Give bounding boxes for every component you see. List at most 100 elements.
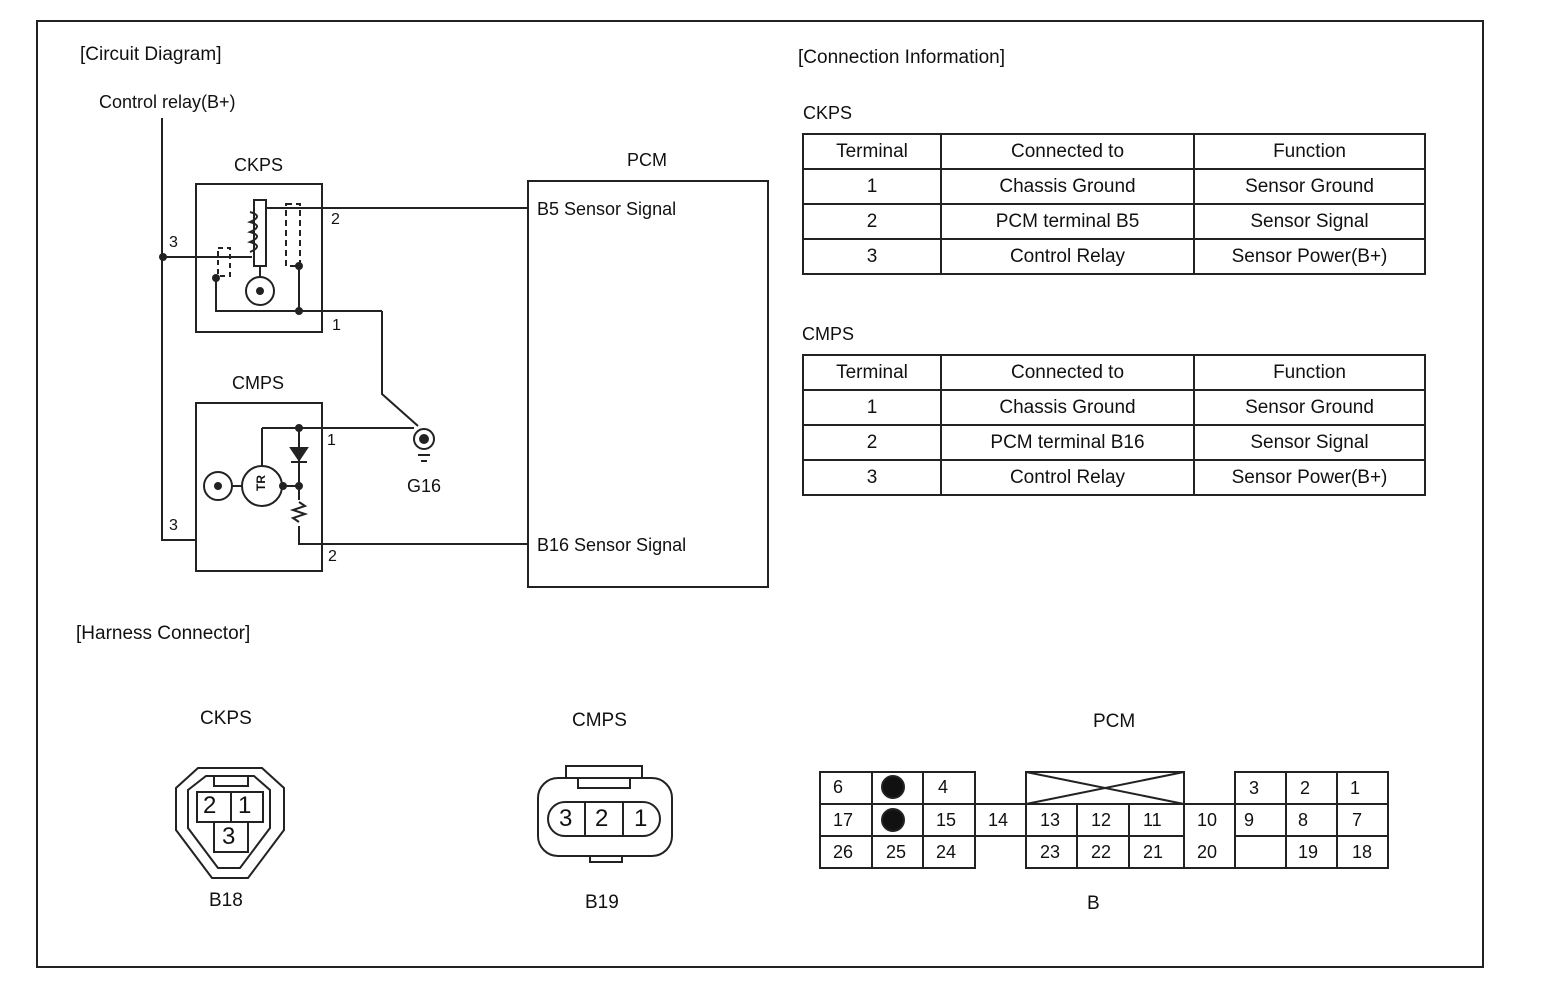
pcm-pin: 22 [1091, 842, 1112, 862]
table-cell: Sensor Power(B+) [1193, 238, 1426, 275]
cmps-connector-latch [565, 765, 643, 778]
harness-pcm-title: PCM [1093, 711, 1136, 732]
ckps-pin2-label: 2 [331, 211, 340, 228]
bplus-wire [161, 118, 196, 541]
table-cell: 2 [802, 203, 942, 240]
pcm-pin: 21 [1143, 842, 1164, 862]
table-cell: Sensor Ground [1193, 168, 1426, 205]
cmps-box [195, 402, 323, 572]
pcm-pin: 25 [886, 842, 907, 862]
ckps-connector-inner [187, 775, 271, 869]
table-cell: 3 [802, 238, 942, 275]
table-row: 2 PCM terminal B16 Sensor Signal [802, 424, 1426, 461]
cmps-pin-3: 3 [559, 805, 573, 832]
cmps-connection-table: Terminal Connected to Function 1 Chassis… [802, 354, 1426, 496]
column-header: Function [1193, 354, 1426, 391]
pcm-pin: 6 [833, 777, 844, 797]
table-cell: Sensor Signal [1193, 424, 1426, 461]
harness-cmps-code: B19 [585, 892, 619, 913]
ckps-connector-outline [175, 767, 285, 879]
circuit-diagram-heading: [Circuit Diagram] [80, 44, 222, 65]
table-cell: Sensor Signal [1193, 203, 1426, 240]
ckps-pin-3: 3 [222, 823, 236, 850]
pcm-connector-grid [819, 771, 1389, 869]
ckps-coil-core [253, 199, 267, 267]
pcm-pin: 3 [1249, 778, 1260, 798]
table-row: 3 Control Relay Sensor Power(B+) [802, 238, 1426, 275]
ckps-pin-cell [213, 821, 249, 853]
cmps-pin1-label: 1 [327, 432, 336, 449]
ckps-connection-table: Terminal Connected to Function 1 Chassis… [802, 133, 1426, 275]
cmps-pin-1: 1 [634, 805, 648, 832]
table-row: 1 Chassis Ground Sensor Ground [802, 389, 1426, 426]
table-cell: Sensor Ground [1193, 389, 1426, 426]
cmps-signal-wire [298, 526, 528, 545]
ckps-pin-1: 1 [238, 792, 252, 819]
pcm-pin: 2 [1300, 778, 1311, 798]
pcm-box [527, 180, 769, 588]
junction-dot [212, 274, 220, 282]
ground-symbol [418, 454, 430, 462]
table-cell: 1 [802, 389, 942, 426]
pcm-pin: 19 [1298, 842, 1319, 862]
ground-terminal-center [419, 434, 429, 444]
transistor-label: TR [254, 475, 268, 491]
pcm-pin: 20 [1197, 842, 1218, 862]
b16-signal-label: B16 Sensor Signal [537, 535, 687, 555]
pcm-unused-pin [881, 775, 905, 799]
ckps-coil [247, 211, 258, 253]
cmps-table-title: CMPS [802, 324, 855, 344]
ckps-pin3-label: 3 [169, 234, 178, 251]
table-cell: 2 [802, 424, 942, 461]
pcm-title: PCM [627, 150, 667, 170]
table-cell: PCM terminal B5 [940, 203, 1195, 240]
pcm-pin: 26 [833, 842, 854, 862]
table-cell: Chassis Ground [940, 168, 1195, 205]
ckps-shield [285, 203, 301, 267]
cmps-resistor [289, 501, 309, 523]
pcm-pin: 4 [938, 777, 949, 797]
pcm-pin: 8 [1298, 810, 1309, 830]
cmps-title: CMPS [232, 373, 285, 393]
cmps-pin-2: 2 [595, 805, 609, 832]
pcm-pin: 24 [936, 842, 957, 862]
ckps-pin1-label: 1 [332, 317, 341, 334]
pcm-pin: 1 [1350, 778, 1361, 798]
cmps-pin-dividers [584, 802, 624, 836]
pcm-pin: 23 [1040, 842, 1061, 862]
cmps-connector-outline [537, 777, 673, 857]
table-row: 3 Control Relay Sensor Power(B+) [802, 459, 1426, 496]
pcm-pin: 13 [1040, 810, 1061, 830]
control-relay-label: Control relay(B+) [99, 92, 236, 112]
table-cell: 1 [802, 168, 942, 205]
pcm-pin: 10 [1197, 810, 1218, 830]
ckps-connector-latch [213, 776, 249, 787]
table-cell: Control Relay [940, 238, 1195, 275]
table-header-row: Terminal Connected to Function [802, 354, 1426, 391]
ckps-shield-left [217, 247, 231, 277]
column-header: Connected to [940, 354, 1195, 391]
junction-dot [295, 482, 303, 490]
pcm-pin: 7 [1352, 810, 1363, 830]
pcm-pin: 12 [1091, 810, 1112, 830]
table-cell: Sensor Power(B+) [1193, 459, 1426, 496]
pcm-pin: 11 [1143, 810, 1162, 830]
column-header: Function [1193, 133, 1426, 170]
ckps-reluctor-center [256, 287, 264, 295]
table-cell: 3 [802, 459, 942, 496]
harness-ckps-title: CKPS [200, 708, 252, 729]
table-header-row: Terminal Connected to Function [802, 133, 1426, 170]
pcm-pin: 14 [988, 810, 1009, 830]
column-header: Terminal [802, 133, 942, 170]
cmps-pin-housing [547, 801, 661, 837]
harness-ckps-code: B18 [209, 890, 243, 911]
pcm-pin: 17 [833, 810, 854, 830]
table-cell: Control Relay [940, 459, 1195, 496]
ckps-table-title: CKPS [803, 103, 853, 123]
cmps-connector-tab [589, 856, 623, 863]
harness-connector-heading: [Harness Connector] [76, 623, 251, 644]
connection-info-heading: [Connection Information] [798, 47, 1006, 68]
harness-cmps-title: CMPS [572, 710, 627, 731]
column-header: Terminal [802, 354, 942, 391]
